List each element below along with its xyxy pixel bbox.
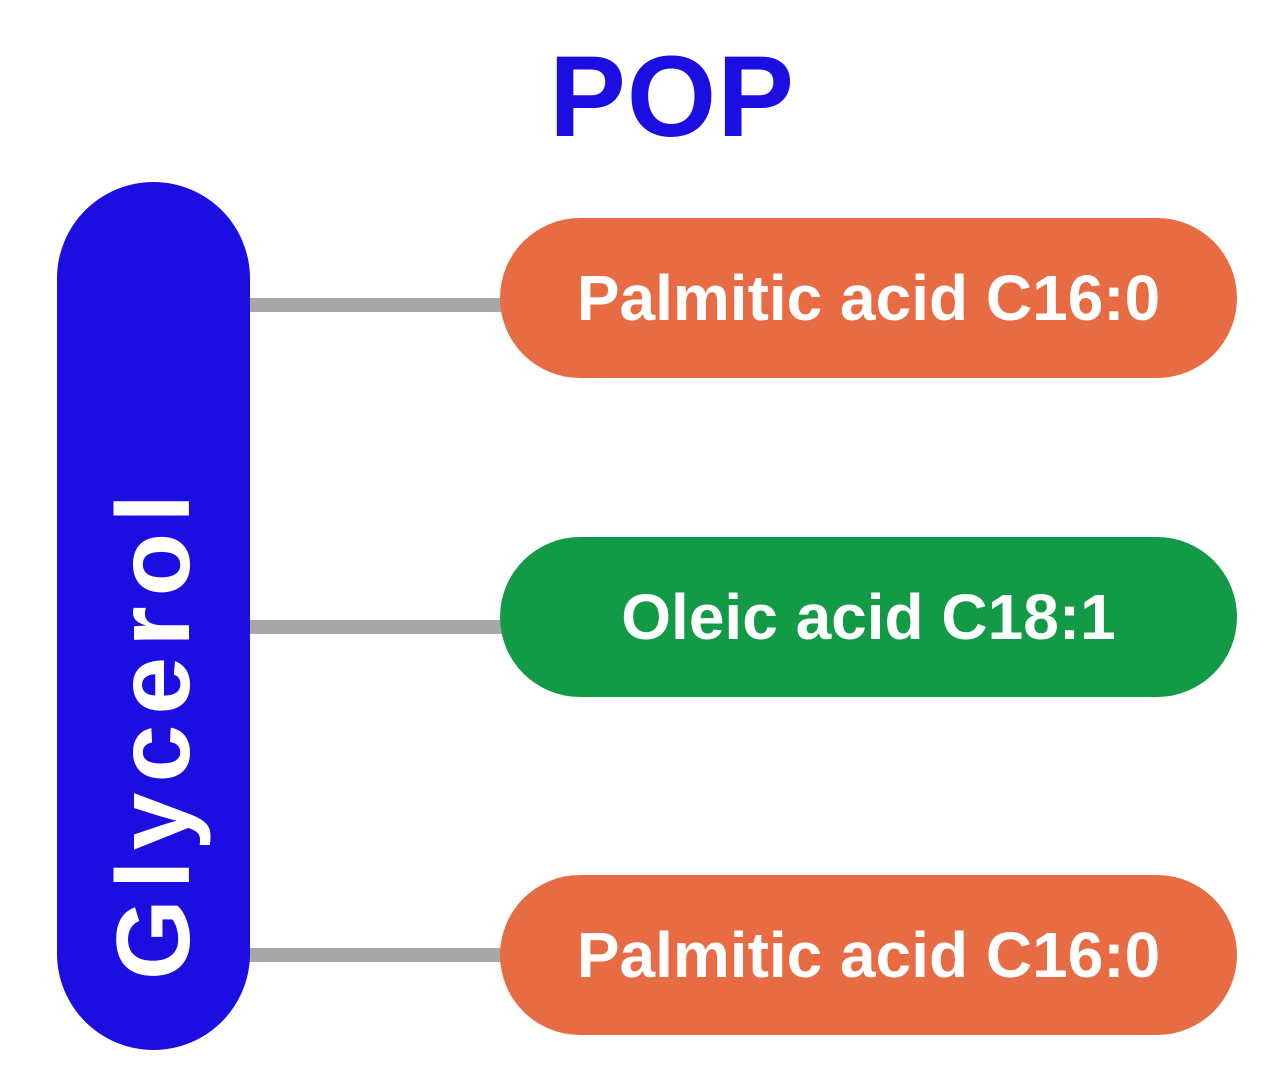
fatty-acid-label-sn3: Palmitic acid C16:0 bbox=[576, 919, 1161, 991]
fatty-acid-pill-sn1: Palmitic acid C16:0 bbox=[500, 218, 1237, 378]
fatty-acid-label-sn1: Palmitic acid C16:0 bbox=[576, 262, 1161, 334]
bond-connector-sn2 bbox=[244, 620, 506, 634]
fatty-acid-pill-sn3: Palmitic acid C16:0 bbox=[500, 875, 1237, 1035]
bond-connector-sn3 bbox=[244, 948, 506, 962]
fatty-acid-label-sn2: Oleic acid C18:1 bbox=[621, 581, 1116, 653]
bond-connector-sn1 bbox=[244, 298, 506, 312]
glycerol-label: Glycerol bbox=[95, 483, 212, 981]
glycerol-backbone-shape: Glycerol bbox=[57, 182, 250, 1050]
diagram-title: POP bbox=[549, 33, 795, 161]
fatty-acid-pill-sn2: Oleic acid C18:1 bbox=[500, 537, 1237, 697]
